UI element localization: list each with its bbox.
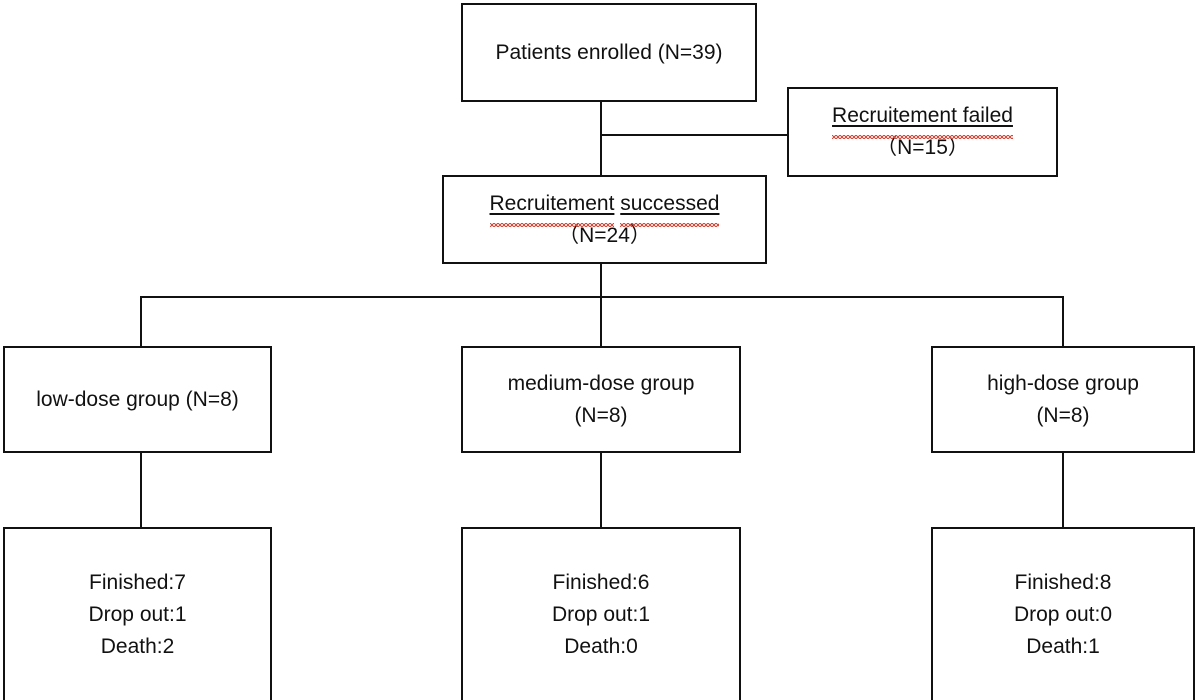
connector-drop-medium-dose xyxy=(600,296,602,348)
connector-drop-low-dose xyxy=(140,296,142,348)
connector-distribution-bar xyxy=(141,296,1064,298)
node-high-dose-outcome: Finished:8 Drop out:0 Death:1 xyxy=(931,527,1195,700)
node-high-dose-group-count: (N=8) xyxy=(1036,403,1090,427)
node-recruitment-failed: Recruitement failed （N=15） xyxy=(787,87,1058,177)
connector-successed-to-split xyxy=(600,263,602,298)
node-low-dose-group: low-dose group (N=8) xyxy=(3,346,272,453)
node-medium-dose-group: medium-dose group (N=8) xyxy=(461,346,741,453)
connector-drop-high-dose xyxy=(1062,296,1064,348)
node-recruitment-successed-count: （N=24） xyxy=(558,223,651,247)
medium-dose-death-count: Death:0 xyxy=(564,634,638,658)
medium-dose-dropout-count: Drop out:1 xyxy=(551,603,651,627)
connector-branch-to-failed xyxy=(600,134,789,136)
high-dose-death-count: Death:1 xyxy=(1026,634,1100,658)
node-medium-dose-group-count: (N=8) xyxy=(574,403,628,427)
low-dose-death-count: Death:2 xyxy=(100,634,175,658)
connector-medium-dose-to-outcome xyxy=(600,452,602,529)
low-dose-dropout-count: Drop out:1 xyxy=(88,603,187,627)
connector-enrolled-to-successed xyxy=(600,100,602,177)
misspelled-word-successed: successed xyxy=(620,188,720,227)
high-dose-finished-count: Finished:8 xyxy=(1014,571,1112,595)
node-recruitment-successed-label: Recruitement successed xyxy=(489,188,720,227)
node-patients-enrolled-label: Patients enrolled (N=39) xyxy=(495,40,723,64)
medium-dose-finished-count: Finished:6 xyxy=(552,571,650,595)
node-medium-dose-group-label: medium-dose group xyxy=(507,371,695,395)
node-high-dose-group-label: high-dose group xyxy=(987,371,1139,395)
misspelled-word-recruitement-2: Recruitement xyxy=(489,188,614,227)
low-dose-finished-count: Finished:7 xyxy=(89,571,186,595)
high-dose-dropout-count: Drop out:0 xyxy=(1013,603,1113,627)
node-low-dose-group-label: low-dose group (N=8) xyxy=(36,387,239,411)
node-medium-dose-outcome: Finished:6 Drop out:1 Death:0 xyxy=(461,527,741,700)
node-patients-enrolled: Patients enrolled (N=39) xyxy=(461,3,757,102)
connector-high-dose-to-outcome xyxy=(1062,452,1064,529)
node-high-dose-group: high-dose group (N=8) xyxy=(931,346,1195,453)
misspelled-word-recruitement: Recruitement failed xyxy=(832,100,1013,139)
connector-low-dose-to-outcome xyxy=(140,452,142,529)
node-low-dose-outcome: Finished:7 Drop out:1 Death:2 xyxy=(3,527,272,700)
node-recruitment-failed-label: Recruitement failed xyxy=(832,100,1013,139)
node-recruitment-successed: Recruitement successed （N=24） xyxy=(442,175,767,264)
node-recruitment-failed-count: （N=15） xyxy=(876,136,969,159)
